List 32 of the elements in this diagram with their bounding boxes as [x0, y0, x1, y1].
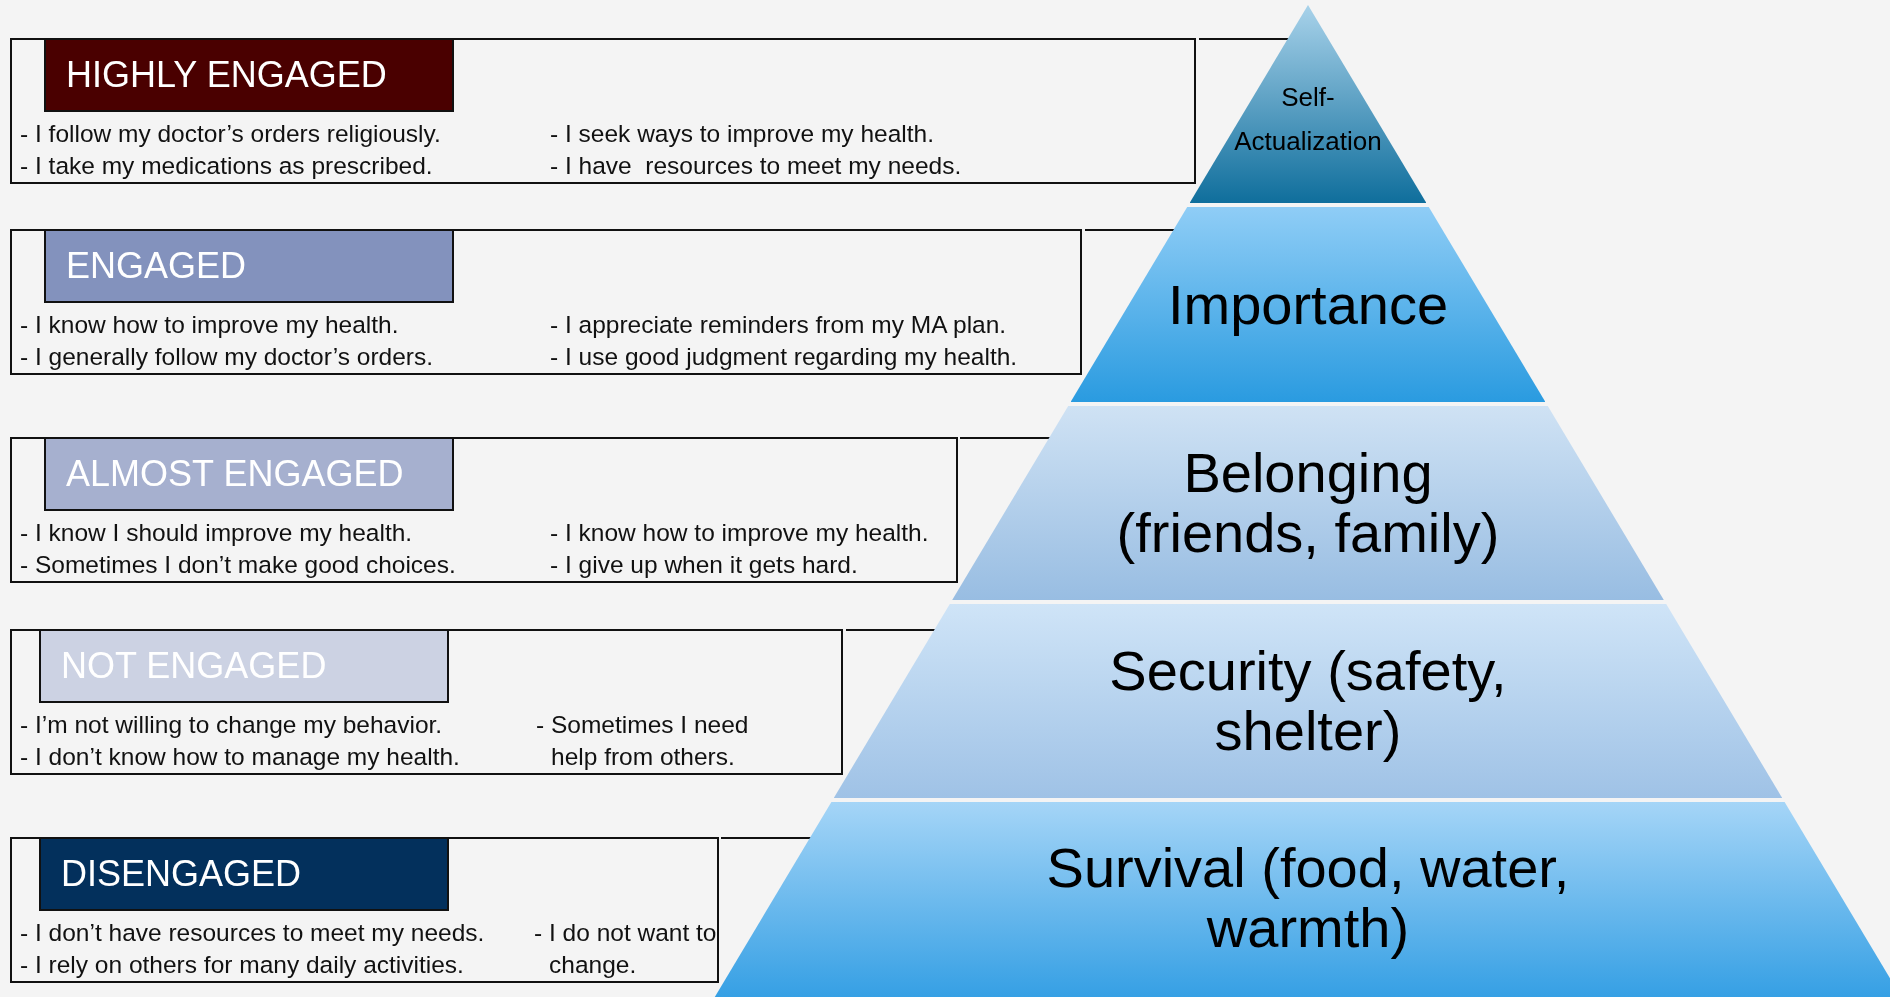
tier-label: Belonging (friends, family): [1115, 443, 1501, 563]
statement-text: - Sometimes I need help from others.: [536, 710, 750, 772]
level-panel: [10, 837, 719, 983]
statement-text: - I have resources to meet my needs.: [550, 151, 962, 181]
statement-text: - Sometimes I don’t make good choices.: [20, 550, 456, 580]
level-heading: HIGHLY ENGAGED: [44, 38, 454, 112]
statement-text: - I use good judgment regarding my health.: [550, 342, 1018, 372]
statement-text: - I do not want to change.: [534, 918, 718, 980]
tier-label: Importance: [1167, 274, 1449, 335]
statement-text: - I generally follow my doctor’s orders.: [20, 342, 434, 372]
statement-text: - I seek ways to improve my health.: [550, 119, 934, 149]
level-panel: [10, 229, 1082, 375]
statement-text: - I know how to improve my health.: [20, 310, 399, 340]
statement-text: - I give up when it gets hard.: [550, 550, 858, 580]
level-heading: ALMOST ENGAGED: [44, 437, 454, 511]
tier-label: Self- Actualization: [1233, 80, 1383, 158]
tier-label: Security (safety, shelter): [1108, 641, 1508, 761]
statement-text: - I know how to improve my health.: [550, 518, 929, 548]
level-panel: [10, 437, 958, 583]
level-heading: DISENGAGED: [39, 837, 449, 911]
statement-text: - I rely on others for many daily activities.: [20, 950, 464, 980]
statement-text: - I don’t have resources to meet my needs.: [20, 918, 485, 948]
statement-text: - I’m not willing to change my behavior.: [20, 710, 443, 740]
statement-text: - I don’t know how to manage my health.: [20, 742, 460, 772]
statement-text: - I follow my doctor’s orders religiously.: [20, 119, 441, 149]
statement-text: - I know I should improve my health.: [20, 518, 413, 548]
level-panel: [10, 629, 843, 775]
statement-text: - I take my medications as prescribed.: [20, 151, 433, 181]
statement-text: - I appreciate reminders from my MA plan.: [550, 310, 1007, 340]
tier-label: Survival (food, water, warmth): [1045, 838, 1571, 958]
level-heading: ENGAGED: [44, 229, 454, 303]
level-panel: [10, 38, 1196, 184]
